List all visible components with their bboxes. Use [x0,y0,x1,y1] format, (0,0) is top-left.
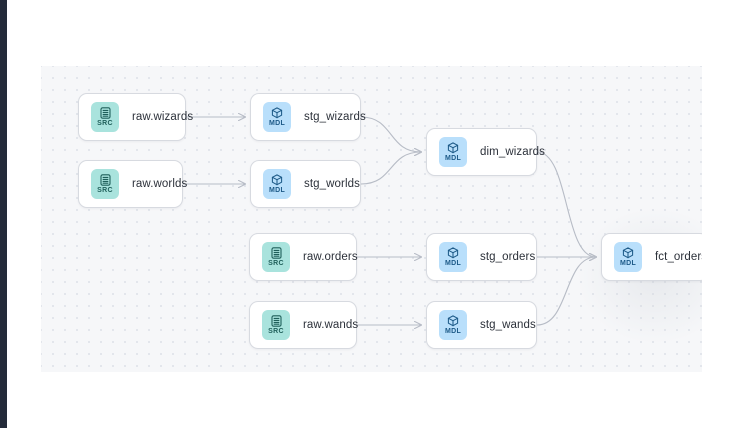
node-label: fct_orders [655,251,702,263]
database-icon [270,315,282,327]
badge-abbr: MDL [444,260,462,267]
lineage-edge-stg_worlds-to-dim_wizards [360,152,421,185]
lineage-node-raw_orders[interactable]: SRC raw.orders [249,233,358,281]
badge-abbr: SRC [268,260,284,267]
lineage-edge-dim_wizards-to-fct_orders [536,151,596,257]
cube-icon [447,142,459,154]
cube-icon [271,174,283,186]
node-label: stg_orders [480,251,536,263]
lineage-node-raw_wands[interactable]: SRC raw.wands [249,301,359,349]
cube-icon [622,247,634,259]
badge-abbr: MDL [268,187,286,194]
badge-abbr: MDL [268,120,286,127]
database-icon [270,247,282,259]
lineage-node-stg_worlds[interactable]: MDL stg_worlds [250,160,361,208]
source-badge: SRC [262,242,290,272]
node-label: raw.wands [303,319,359,331]
lineage-node-raw_wizards[interactable]: SRC raw.wizards [78,93,193,141]
model-badge: MDL [614,242,642,272]
lineage-node-raw_worlds[interactable]: SRC raw.worlds [78,160,187,208]
model-badge: MDL [439,242,467,272]
node-label: stg_wizards [304,111,366,123]
badge-abbr: SRC [97,120,113,127]
node-label: stg_wands [480,319,536,331]
lineage-edge-stg_wands-to-fct_orders [536,257,596,326]
cube-icon [271,107,283,119]
node-label: dim_wizards [480,146,546,158]
model-badge: MDL [439,310,467,340]
node-label: raw.wizards [132,111,194,123]
lineage-node-stg_wands[interactable]: MDL stg_wands [426,301,537,349]
database-icon [99,174,111,186]
node-label: raw.worlds [132,178,188,190]
node-label: stg_worlds [304,178,360,190]
badge-abbr: SRC [268,328,284,335]
lineage-node-stg_orders[interactable]: MDL stg_orders [426,233,537,281]
source-badge: SRC [91,102,119,132]
source-badge: SRC [262,310,290,340]
source-badge: SRC [91,169,119,199]
node-label: raw.orders [303,251,358,263]
cube-icon [447,247,459,259]
lineage-node-stg_wizards[interactable]: MDL stg_wizards [250,93,366,141]
cube-icon [447,315,459,327]
badge-abbr: SRC [97,187,113,194]
model-badge: MDL [439,137,467,167]
lineage-node-dim_wizards[interactable]: MDL dim_wizards [426,128,545,176]
database-icon [99,107,111,119]
model-badge: MDL [263,102,291,132]
badge-abbr: MDL [444,155,462,162]
model-badge: MDL [263,169,291,199]
lineage-node-fct_orders[interactable]: MDL fct_orders [601,233,702,281]
left-rail [0,0,7,428]
badge-abbr: MDL [444,328,462,335]
badge-abbr: MDL [619,260,637,267]
lineage-edge-stg_wizards-to-dim_wizards [360,116,421,152]
